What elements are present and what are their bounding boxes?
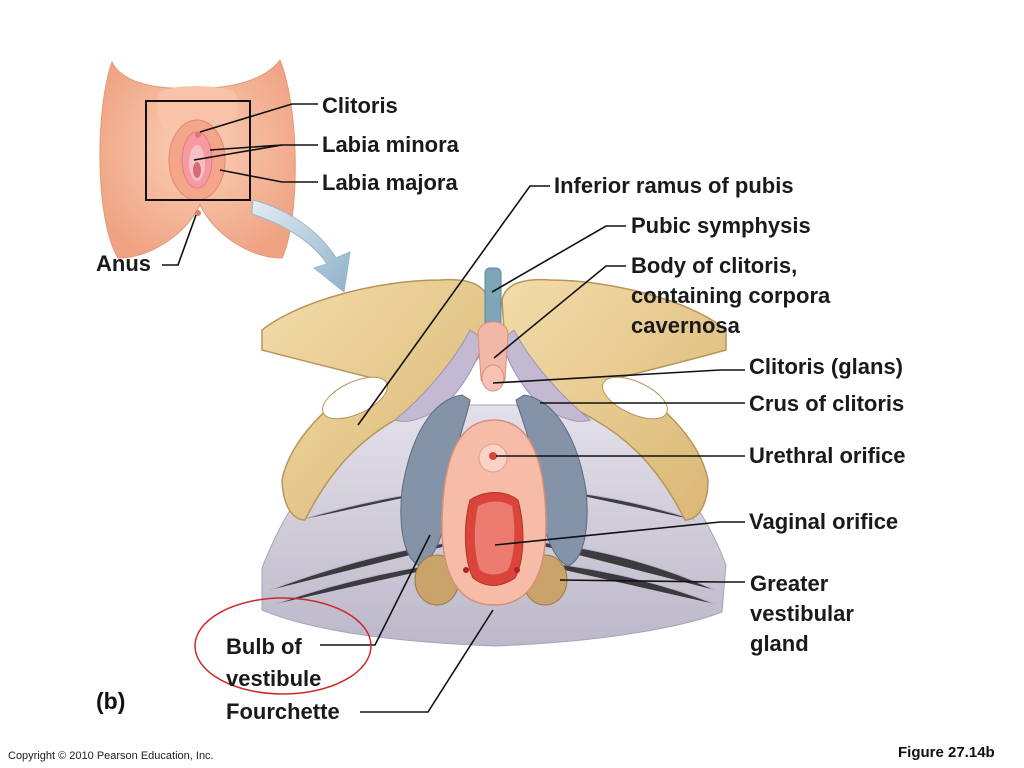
leader-fourchette [360, 609, 494, 713]
obturator-foramen-left [322, 376, 388, 420]
obturator-foramen-right [602, 376, 668, 420]
label-labia-majora: Labia majora [322, 170, 458, 195]
label-bulb-of-vestibule: Bulb of vestibule [226, 634, 322, 691]
label-vaginal-orifice: Vaginal orifice [749, 509, 899, 534]
label-anus: Anus [96, 251, 151, 276]
urethral-orifice [489, 452, 497, 460]
label-urethral-orifice: Urethral orifice [749, 443, 906, 468]
label-greater-vestibular-gland: Greater vestibular gland [750, 571, 854, 656]
leader-vaginal [494, 521, 745, 546]
inset-mons [157, 86, 238, 130]
copyright-text: Copyright © 2010 Pearson Education, Inc. [8, 750, 214, 762]
crus-right [501, 329, 592, 422]
zoom-arrow [251, 199, 351, 293]
figure-number: Figure 27.14b [898, 744, 995, 761]
label-pubic-symphysis: Pubic symphysis [631, 213, 811, 238]
label-crus-of-clitoris: Crus of clitoris [749, 391, 905, 416]
label-labia-minora: Labia minora [322, 132, 459, 157]
leader-clitoris [199, 103, 318, 133]
inset-clitoris [195, 132, 201, 138]
clitoris-glans [481, 364, 505, 392]
leader-pubic-symphysis [491, 225, 626, 293]
leader-gland [559, 579, 745, 583]
label-fourchette: Fourchette [226, 699, 340, 724]
gland-duct-right [514, 567, 520, 573]
leader-bulb [320, 534, 431, 646]
label-inferior-ramus: Inferior ramus of pubis [554, 173, 794, 198]
vaginal-wall [474, 501, 515, 575]
leader-inferior-ramus [357, 185, 550, 426]
label-body-of-clitoris: Body of clitoris, containing corpora cav… [631, 253, 831, 338]
highlight-circle [194, 597, 372, 695]
inset-anus [195, 210, 201, 216]
main-perineum-view [261, 267, 727, 647]
label-clitoris-inset: Clitoris [322, 93, 398, 118]
leader-labia-majora [219, 169, 318, 183]
panel-label: (b) [96, 688, 126, 714]
label-clitoris-glans: Clitoris (glans) [749, 354, 904, 379]
leader-lines [162, 103, 745, 713]
leader-clitoris-glans [492, 369, 745, 384]
inset-vagina [193, 162, 201, 178]
leader-body-of-clitoris [493, 265, 626, 359]
leader-labia-minora-2 [193, 144, 283, 161]
gland-duct-left [463, 567, 469, 573]
leader-anus [162, 214, 197, 266]
crus-left [393, 329, 485, 422]
